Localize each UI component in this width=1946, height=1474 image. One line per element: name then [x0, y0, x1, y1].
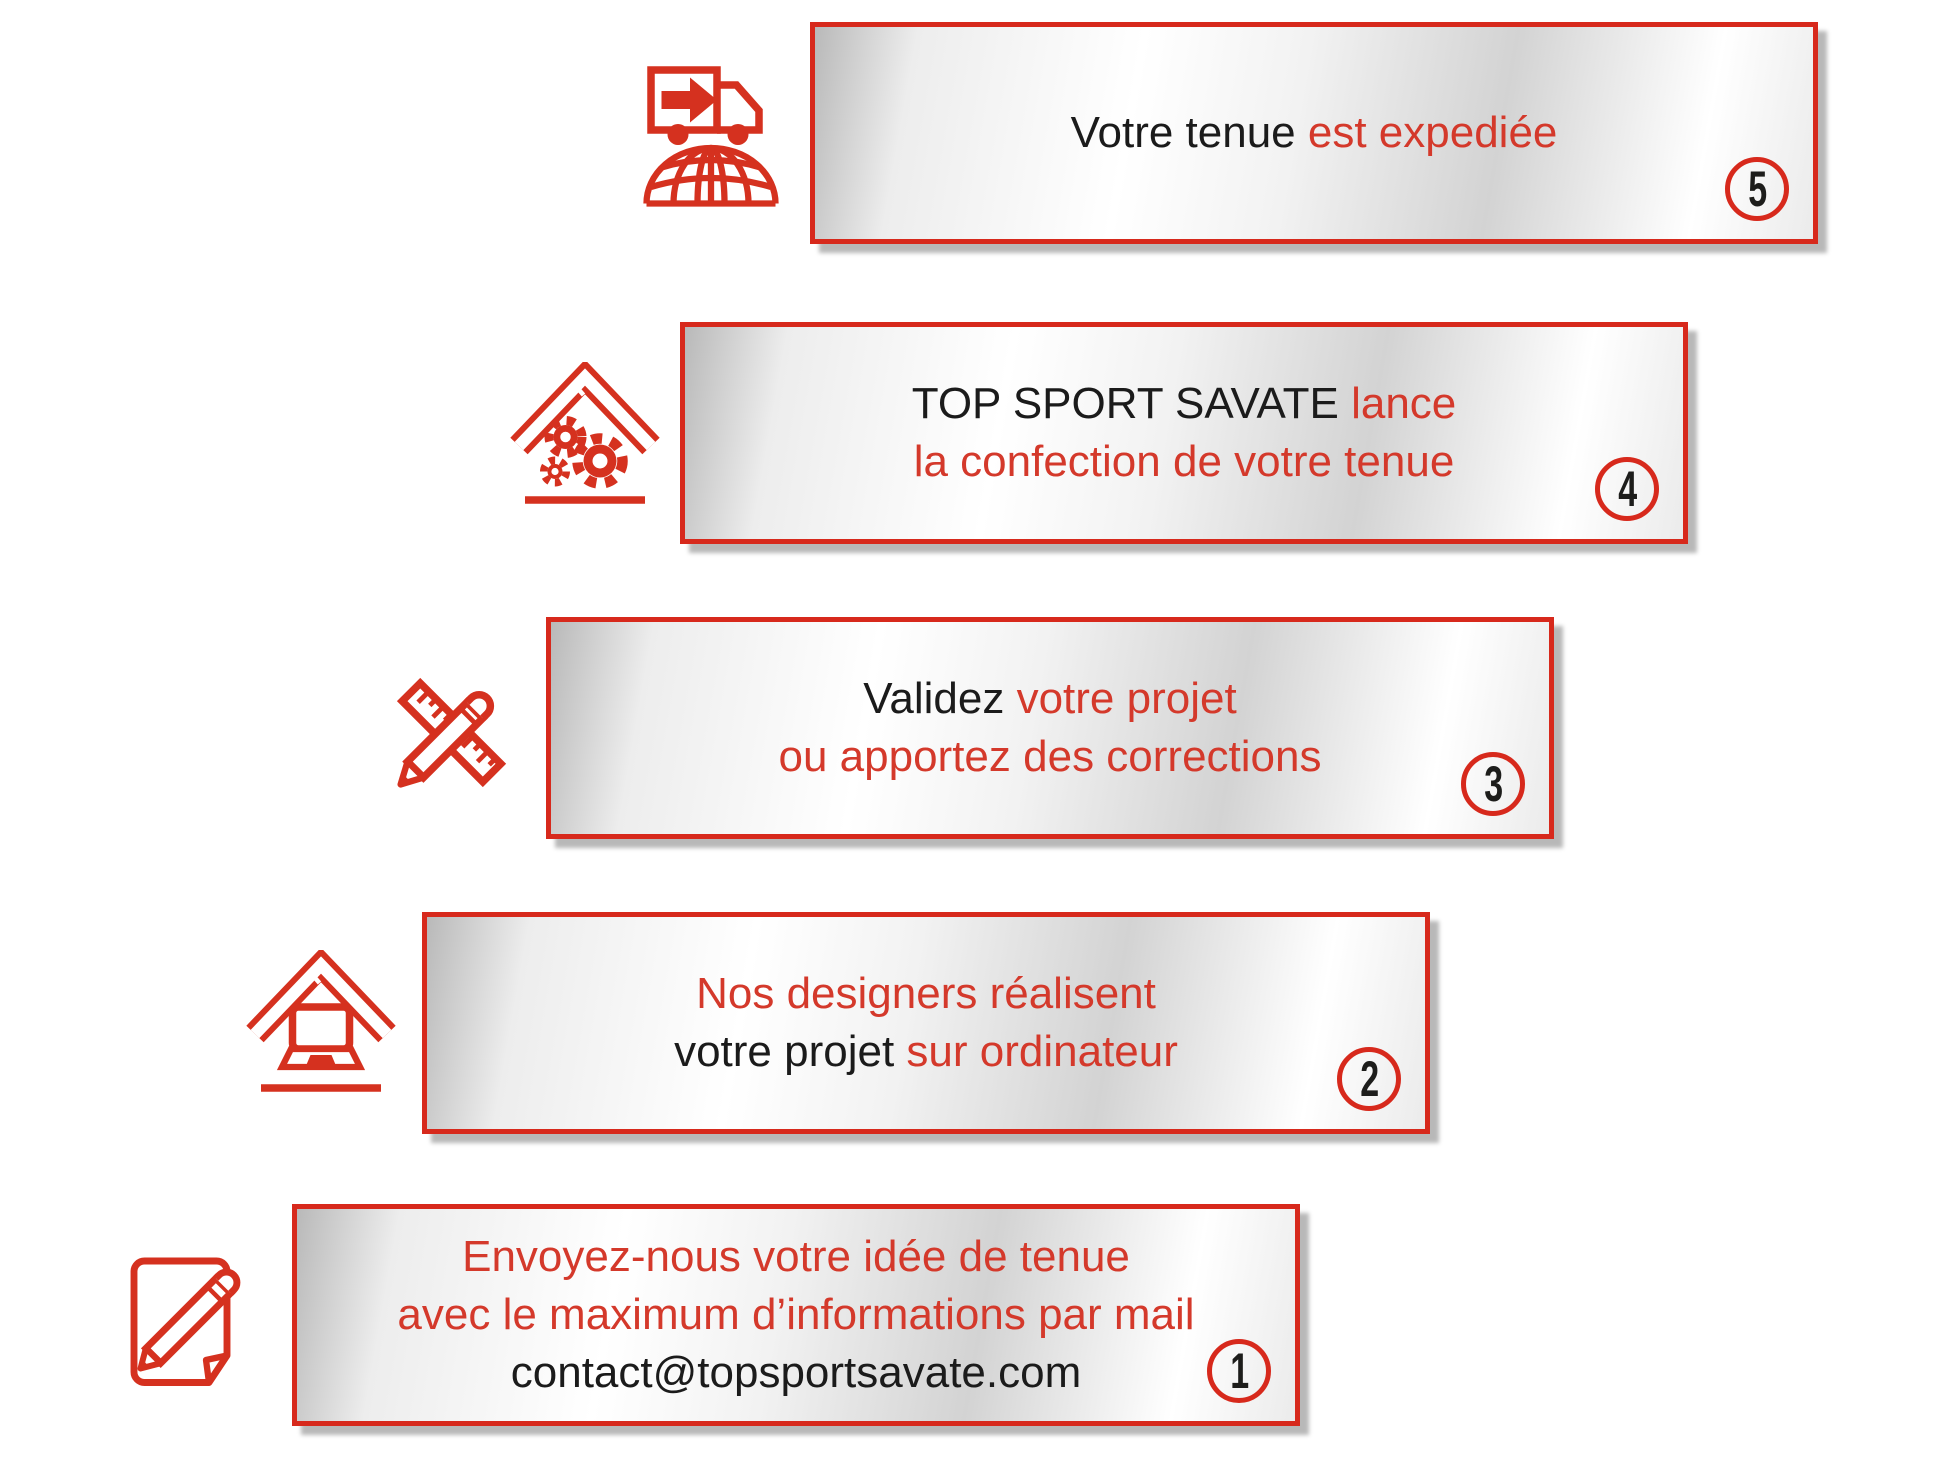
step-banner: Envoyez-nous votre idée de tenue avec le…	[292, 1204, 1300, 1426]
step-text: Votre tenue est expediée	[815, 104, 1813, 162]
text-segment: avec le maximum d’informations par mail	[397, 1289, 1195, 1339]
workshop-roof-gears-icon	[510, 362, 660, 518]
step-text: Nos designers réalisent votre projet sur…	[427, 965, 1425, 1081]
step-number-badge: 1	[1207, 1339, 1271, 1403]
step-number-badge: 4	[1595, 457, 1659, 521]
text-segment: Envoyez-nous votre idée de tenue	[462, 1231, 1130, 1281]
step-number-badge: 2	[1337, 1047, 1401, 1111]
step-text: TOP SPORT SAVATE lance la confection de …	[685, 375, 1683, 491]
step-text: Validez votre projet ou apportez des cor…	[551, 670, 1549, 786]
crossed-ruler-pencil-icon	[376, 655, 526, 811]
text-segment: votre projet	[674, 1027, 907, 1076]
step-number-badge: 5	[1725, 157, 1789, 221]
text-segment: ou apportez des corrections	[778, 732, 1322, 781]
text-segment: Nos designers réalisent	[696, 968, 1156, 1018]
text-segment: TOP SPORT SAVATE	[911, 378, 1352, 428]
step-number: 3	[1483, 756, 1503, 812]
step-banner: TOP SPORT SAVATE lance la confection de …	[680, 322, 1688, 544]
text-segment: lance	[1351, 378, 1457, 428]
step-banner: Nos designers réalisent votre projet sur…	[422, 912, 1430, 1134]
step-text: Envoyez-nous votre idée de tenue avec le…	[297, 1228, 1295, 1402]
contact-email: contact@topsportsavate.com	[510, 1348, 1082, 1398]
step-banner: Votre tenue est expediée 5	[810, 22, 1818, 244]
text-segment: Votre tenue	[1070, 107, 1308, 157]
step-banner: Validez votre projet ou apportez des cor…	[546, 617, 1554, 839]
text-segment: votre projet	[1016, 673, 1237, 723]
text-segment: Validez	[863, 673, 1017, 723]
step-number: 4	[1617, 461, 1637, 517]
delivery-truck-globe-icon	[636, 58, 786, 214]
text-segment: est expediée	[1307, 107, 1558, 157]
text-segment: sur ordinateur	[906, 1027, 1178, 1076]
step-number: 5	[1747, 161, 1767, 217]
step-number: 1	[1229, 1343, 1249, 1399]
step-number: 2	[1359, 1051, 1379, 1107]
note-paper-pencil-icon	[113, 1243, 263, 1399]
designer-roof-laptop-icon	[246, 950, 396, 1106]
text-segment: la confection de votre tenue	[913, 437, 1455, 486]
step-number-badge: 3	[1461, 752, 1525, 816]
